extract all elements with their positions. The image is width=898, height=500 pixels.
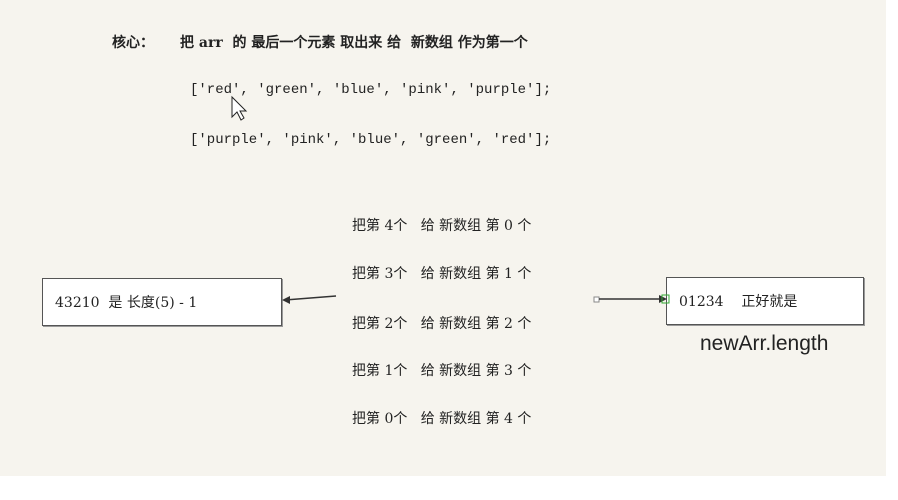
title-text: 把 arr 的 最后一个元素 取出来 给 新数组 作为第一个 <box>180 35 528 51</box>
right-note-text: 01234 正好就是 <box>679 294 798 310</box>
connector-handle-icon <box>593 296 600 303</box>
step-row: 把第 2个 给 新数组 第 2 个 <box>352 316 532 332</box>
left-arrow-line <box>284 295 337 301</box>
step-row: 把第 4个 给 新数组 第 0 个 <box>352 218 532 234</box>
left-note-text: 43210 是 长度(5) - 1 <box>55 295 198 311</box>
step-row: 把第 3个 给 新数组 第 1 个 <box>352 266 532 282</box>
left-note-box: 43210 是 长度(5) - 1 <box>42 278 282 326</box>
left-arrowhead-icon <box>282 296 290 304</box>
right-note-box: 01234 正好就是 <box>666 277 864 325</box>
step-row: 把第 0个 给 新数组 第 4 个 <box>352 411 532 427</box>
title-label: 核心： <box>112 35 154 51</box>
slide-canvas: 核心： 把 arr 的 最后一个元素 取出来 给 新数组 作为第一个 ['red… <box>0 0 886 476</box>
reversed-array: ['purple', 'pink', 'blue', 'green', 'red… <box>190 132 552 148</box>
right-caption: newArr.length <box>700 332 829 355</box>
right-arrowhead-icon <box>659 295 667 303</box>
connector-anchor-icon <box>661 294 670 304</box>
step-row: 把第 1个 给 新数组 第 3 个 <box>352 363 532 379</box>
connector-arrows <box>231 95 670 304</box>
mouse-cursor-icon <box>231 95 248 121</box>
original-array: ['red', 'green', 'blue', 'pink', 'purple… <box>190 82 552 98</box>
